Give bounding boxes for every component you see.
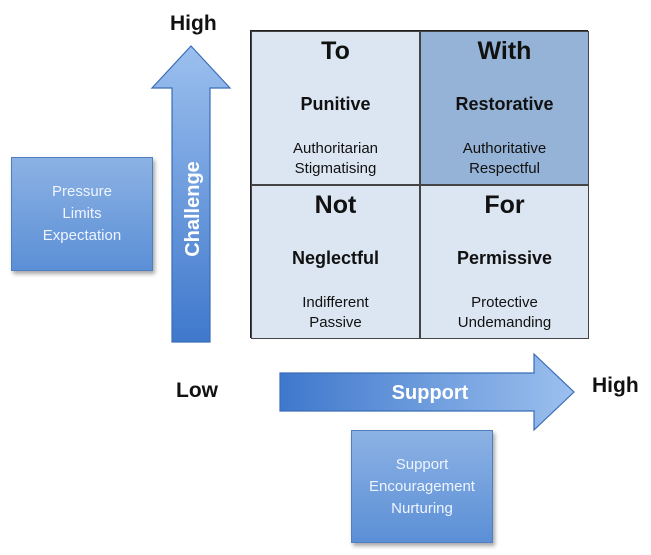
quadrant-word: Not — [314, 191, 357, 219]
challenge-descriptor-box: Pressure Limits Expectation — [11, 157, 153, 271]
support-descriptor-line: Encouragement — [369, 477, 475, 495]
quadrant-description-line: Stigmatising — [294, 160, 377, 177]
quadrant-to: To Punitive Authoritarian Stigmatising — [251, 31, 420, 185]
support-descriptor-box: Support Encouragement Nurturing — [351, 430, 493, 543]
support-arrow: Support — [279, 352, 575, 432]
challenge-arrow: Challenge — [150, 45, 232, 343]
support-descriptor-line: Nurturing — [391, 499, 453, 517]
quadrant-description-line: Authoritative — [462, 140, 547, 157]
quadrant-with: With Restorative Authoritative Respectfu… — [420, 31, 589, 185]
quadrant-style: Neglectful — [291, 248, 379, 268]
quadrant-description-line: Passive — [309, 314, 362, 331]
support-descriptor-line: Support — [395, 455, 449, 473]
quadrant-style: Punitive — [300, 94, 371, 114]
quadrant-description-line: Undemanding — [457, 314, 552, 331]
quadrant-word: With — [477, 37, 532, 65]
y-axis-high-label: High — [170, 12, 217, 35]
quadrant-word: For — [484, 191, 525, 219]
x-axis-high-label: High — [592, 374, 639, 397]
quadrant-for: For Permissive Protective Undemanding — [420, 185, 589, 339]
challenge-label: Challenge — [182, 161, 204, 257]
quadrant-style: Permissive — [456, 248, 553, 268]
quadrant-description: Indifferent Passive — [252, 293, 419, 333]
quadrant-description: Authoritative Respectful — [421, 139, 588, 179]
quadrant-grid: To Punitive Authoritarian Stigmatising W… — [250, 30, 589, 339]
quadrant-style: Restorative — [455, 94, 554, 114]
challenge-descriptor-line: Limits — [62, 205, 102, 222]
low-label: Low — [176, 379, 218, 402]
support-label: Support — [392, 382, 469, 404]
quadrant-word: To — [321, 37, 350, 65]
challenge-descriptor-line: Pressure — [51, 183, 113, 200]
quadrant-not: Not Neglectful Indifferent Passive — [251, 185, 420, 339]
quadrant-description-line: Authoritarian — [292, 140, 379, 157]
quadrant-description: Authoritarian Stigmatising — [252, 139, 419, 179]
quadrant-description-line: Indifferent — [302, 294, 369, 311]
quadrant-description-line: Protective — [471, 294, 538, 311]
quadrant-description: Protective Undemanding — [421, 293, 588, 333]
challenge-descriptor-line: Expectation — [42, 227, 122, 244]
quadrant-description-line: Respectful — [469, 160, 540, 177]
